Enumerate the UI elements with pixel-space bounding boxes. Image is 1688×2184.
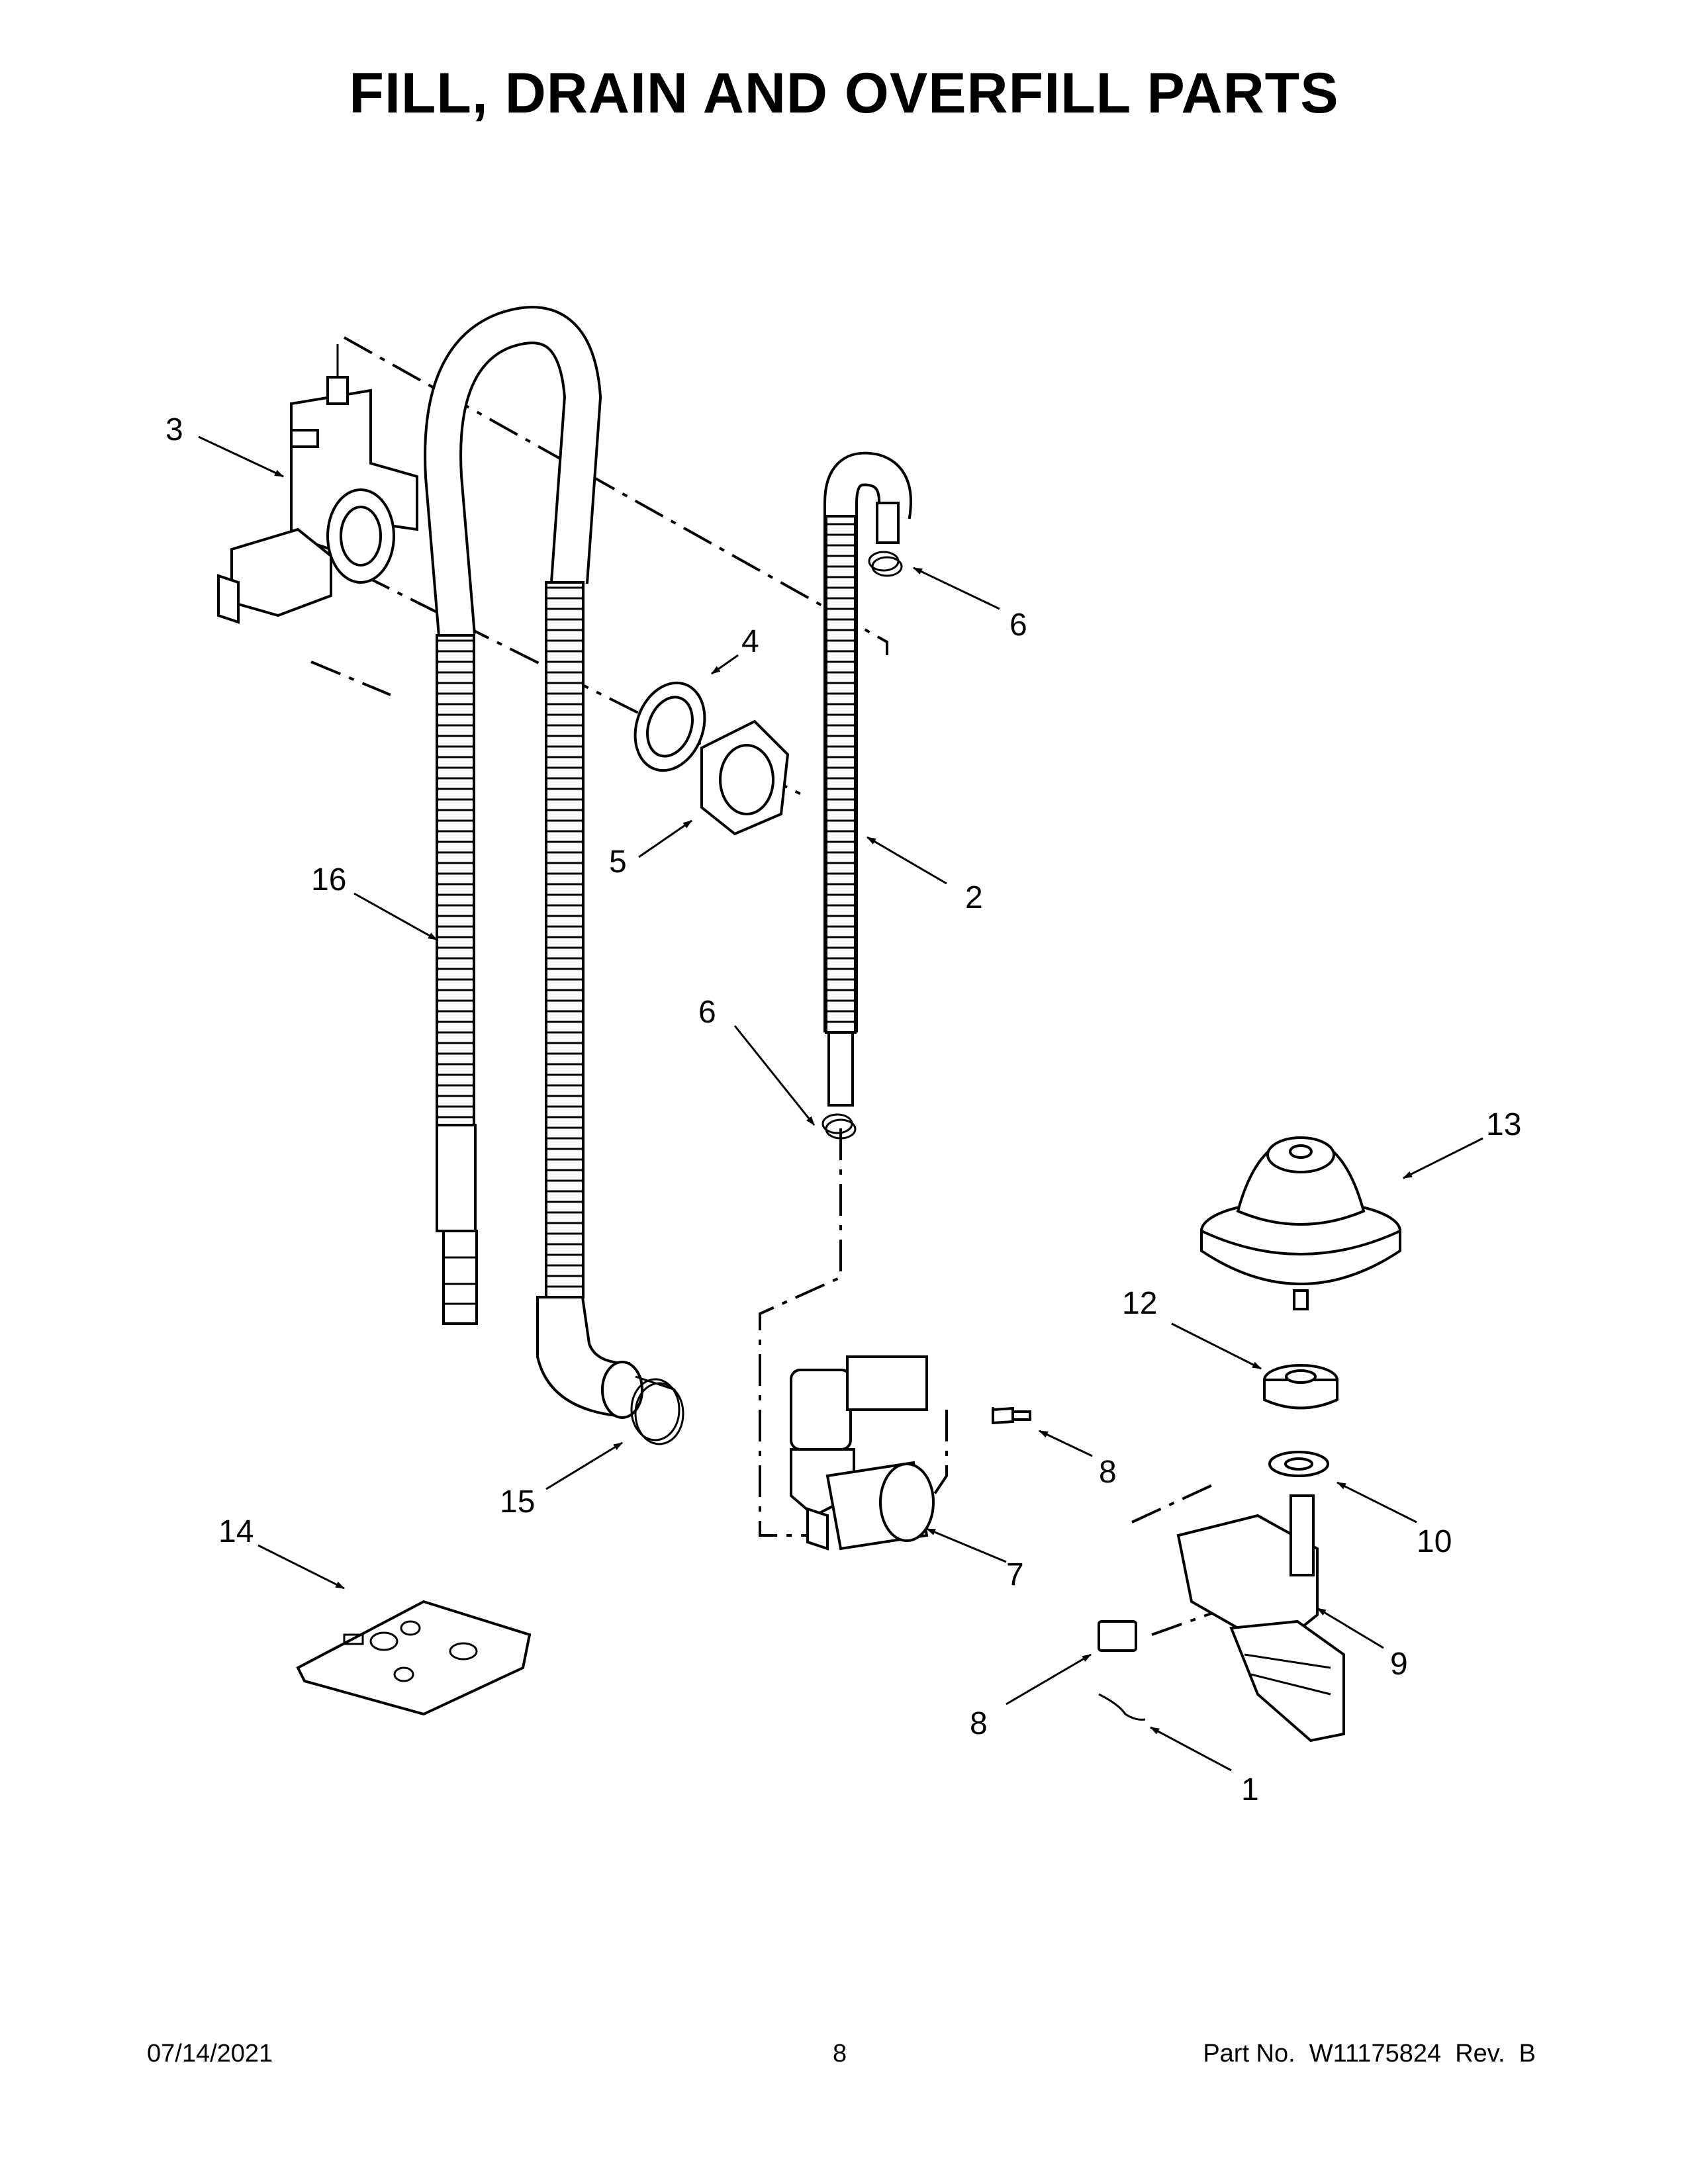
gasket-part-4 [633, 681, 706, 772]
footer-date: 07/14/2021 [147, 2040, 273, 2068]
footer-part-number: Part No. W11175824 Rev. B [1203, 2040, 1536, 2068]
fill-hose-part-2 [823, 451, 912, 1107]
callout-2: 2 [965, 880, 983, 915]
drain-hose-part-16 [424, 306, 643, 1419]
hose-clamp-part-6-upper [868, 551, 903, 577]
nut-part-5 [700, 719, 790, 836]
screw-part-8 [992, 1406, 1031, 1425]
switch-part-9 [1098, 1620, 1137, 1652]
callout-13: 13 [1486, 1107, 1521, 1142]
callout-11: 10 [1417, 1524, 1452, 1559]
callout-9: 8 [970, 1706, 988, 1741]
callout-6-upper: 6 [1009, 608, 1027, 643]
leader-lines [198, 435, 1483, 1772]
wire-part-1 [1098, 1693, 1146, 1721]
callout-12: 12 [1122, 1286, 1157, 1321]
callout-5: 5 [609, 844, 627, 880]
callout-8: 8 [1099, 1455, 1117, 1490]
footer-page-number: 8 [833, 2040, 847, 2068]
callout-16: 16 [311, 862, 346, 897]
callout-15: 15 [500, 1484, 535, 1520]
callout-14: 14 [218, 1514, 254, 1549]
callout-4: 4 [741, 624, 759, 659]
float-washer-part-11 [1268, 1451, 1329, 1477]
hose-clamp-part-15 [630, 1375, 684, 1445]
water-valve-part-7 [790, 1355, 935, 1551]
float-part-13 [1200, 1136, 1401, 1310]
callout-6-lower: 6 [698, 995, 716, 1030]
callouts: 3 4 5 6 2 6 16 15 14 7 8 13 12 10 9 8 1 [165, 412, 1521, 1807]
callout-1: 1 [1241, 1772, 1259, 1807]
hose-clamp-part-6-lower [821, 1113, 857, 1140]
callout-7: 7 [1006, 1557, 1024, 1592]
page-title: FILL, DRAIN AND OVERFILL PARTS [349, 62, 1339, 125]
hose-bracket-part-3 [217, 344, 418, 624]
callout-10: 9 [1390, 1647, 1408, 1682]
callout-3: 3 [165, 412, 183, 447]
float-housing-part-10 [1176, 1494, 1345, 1743]
float-nut-part-12 [1263, 1364, 1338, 1410]
hardware-bag-part-14 [296, 1600, 532, 1716]
